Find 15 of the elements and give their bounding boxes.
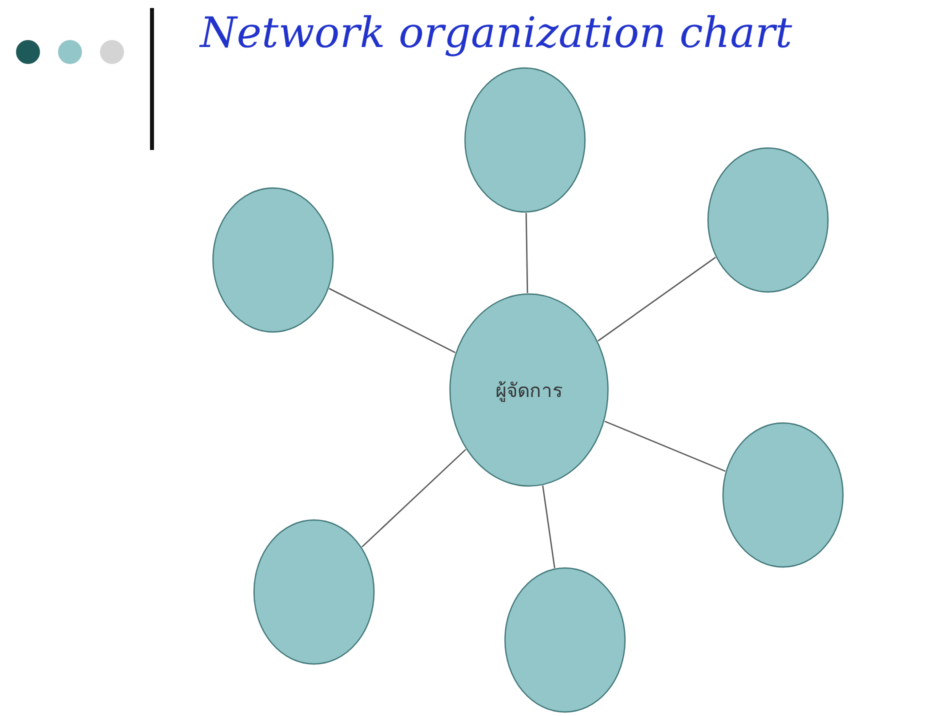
- connector-line: [598, 256, 716, 342]
- connector-line: [362, 448, 466, 548]
- node-label: ผู้จัดการ: [496, 379, 562, 404]
- ellipse-node: [253, 519, 375, 665]
- connector-line: [604, 420, 726, 472]
- ellipse-node: [504, 567, 626, 713]
- connector-line: [526, 212, 528, 294]
- connector-line: [542, 485, 556, 568]
- ellipse-node: [449, 293, 609, 487]
- ellipse-node: [212, 187, 334, 333]
- ellipse-node: [464, 67, 586, 213]
- ellipse-node: [722, 422, 844, 568]
- title: Network organization chart: [200, 8, 792, 57]
- ellipse-node: [707, 147, 829, 293]
- connector-line: [328, 288, 456, 354]
